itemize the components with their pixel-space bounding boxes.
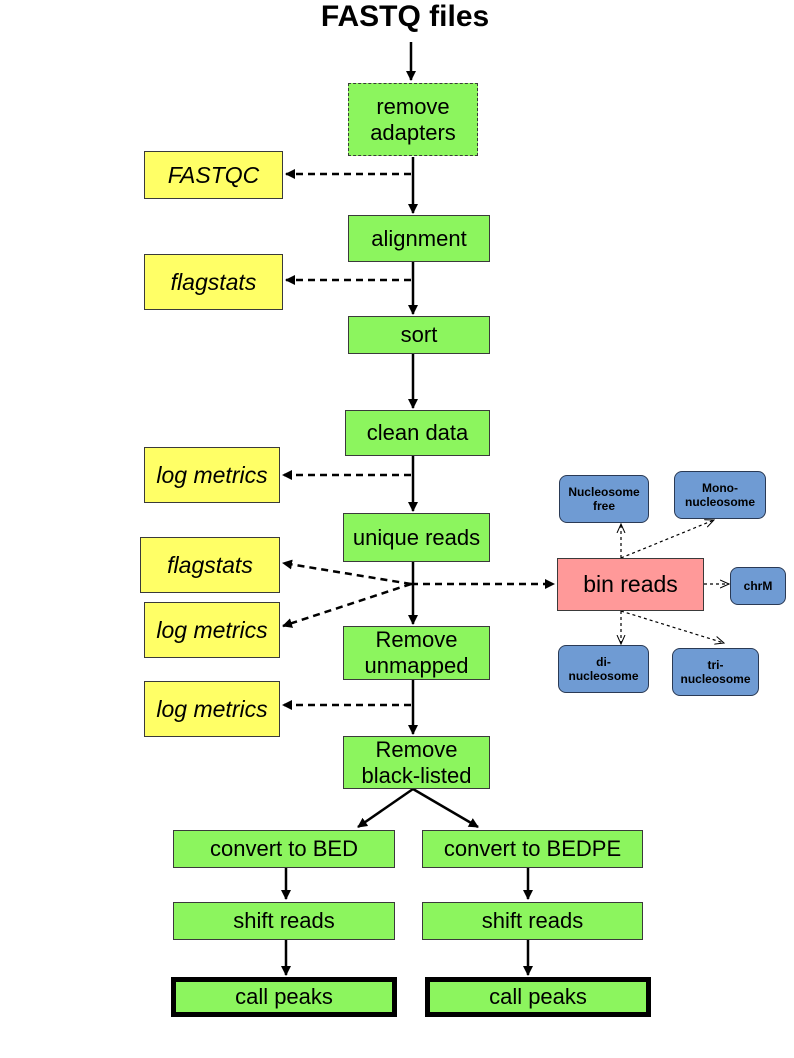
bin-reads-step: bin reads bbox=[557, 558, 704, 611]
call-peaks-bed-step: call peaks bbox=[171, 977, 397, 1017]
flow-arrow bbox=[412, 787, 479, 829]
chrm-category: chrM bbox=[730, 567, 786, 605]
bin-category-arrow bbox=[620, 610, 724, 643]
convert-bed-step: convert to BED bbox=[173, 830, 395, 868]
log-metrics-output: log metrics bbox=[144, 447, 280, 503]
diagram-title: FASTQ files bbox=[320, 0, 490, 33]
unique-reads-step: unique reads bbox=[343, 513, 490, 562]
log-metrics-output: log metrics bbox=[144, 602, 280, 658]
qc-arrow bbox=[282, 559, 412, 586]
flagstats-output: flagstats bbox=[140, 537, 280, 593]
clean-data-step: clean data bbox=[345, 410, 490, 456]
flagstats-output: flagstats bbox=[144, 254, 283, 310]
di-nucleosome-category: di-nucleosome bbox=[558, 645, 649, 693]
alignment-step: alignment bbox=[348, 215, 490, 262]
shift-reads-bed-step: shift reads bbox=[173, 902, 395, 940]
call-peaks-bedpe-step: call peaks bbox=[425, 977, 651, 1017]
flow-arrow bbox=[357, 787, 414, 829]
qc-arrow bbox=[282, 582, 412, 628]
tri-nucleosome-category: tri-nucleosome bbox=[672, 648, 759, 696]
convert-bedpe-step: convert to BEDPE bbox=[422, 830, 643, 868]
mono-nucleosome-category: Mono-nucleosome bbox=[674, 471, 766, 519]
log-metrics-output: log metrics bbox=[144, 681, 280, 737]
bin-category-arrow bbox=[620, 520, 714, 559]
shift-reads-bedpe-step: shift reads bbox=[422, 902, 643, 940]
sort-step: sort bbox=[348, 316, 490, 354]
fastqc-output: FASTQC bbox=[144, 151, 283, 199]
